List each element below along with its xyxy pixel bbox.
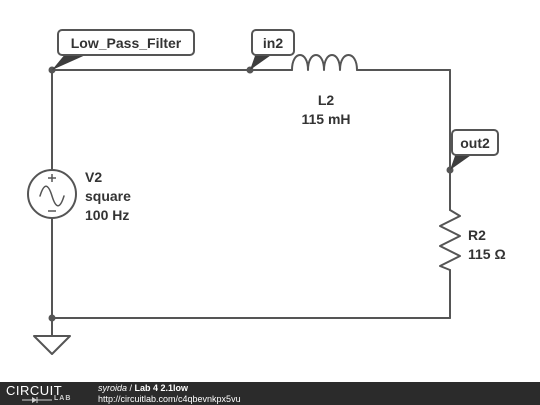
junction-dot: [48, 314, 56, 322]
source-frequency: 100 Hz: [85, 207, 129, 223]
source-type: square: [85, 188, 131, 204]
circuit-schematic: Low_Pass_Filter in2 out2 L2 115 mH V2 sq…: [27, 29, 506, 355]
credit-separator: /: [127, 383, 135, 393]
inductor-coil: [291, 54, 358, 71]
footer-bar: CIRCUIT LAB syroida / Lab 4 2.1low http:…: [0, 382, 540, 405]
source-name: V2: [85, 169, 102, 185]
voltage-source-circle: [27, 169, 77, 219]
credit-line: syroida / Lab 4 2.1low: [98, 383, 188, 393]
net-label-text: Low_Pass_Filter: [71, 35, 182, 51]
ground-icon: [33, 335, 71, 355]
inductor-name: L2: [318, 92, 335, 108]
net-label-text: out2: [460, 135, 490, 151]
author-link[interactable]: syroida: [98, 383, 128, 393]
resistor-zigzag: [439, 209, 461, 271]
net-label-low-pass-filter[interactable]: Low_Pass_Filter: [52, 29, 195, 70]
logo-wire-icon: [22, 397, 52, 403]
sine-wave-icon: [39, 185, 65, 207]
resistor-value: 115 Ω: [468, 246, 506, 262]
circuitlab-logo[interactable]: CIRCUIT: [6, 383, 63, 398]
inductor-value: 115 mH: [301, 111, 350, 127]
net-label-text: in2: [263, 35, 283, 51]
circuit-url-link[interactable]: http://circuitlab.com/c4qbevnkpx5vu: [98, 394, 241, 404]
circuit-title[interactable]: Lab 4 2.1low: [134, 383, 189, 393]
net-label-out2[interactable]: out2: [450, 129, 499, 170]
resistor-name: R2: [468, 227, 486, 243]
net-label-in2[interactable]: in2: [250, 29, 295, 70]
logo-lab-text: LAB: [54, 395, 72, 402]
